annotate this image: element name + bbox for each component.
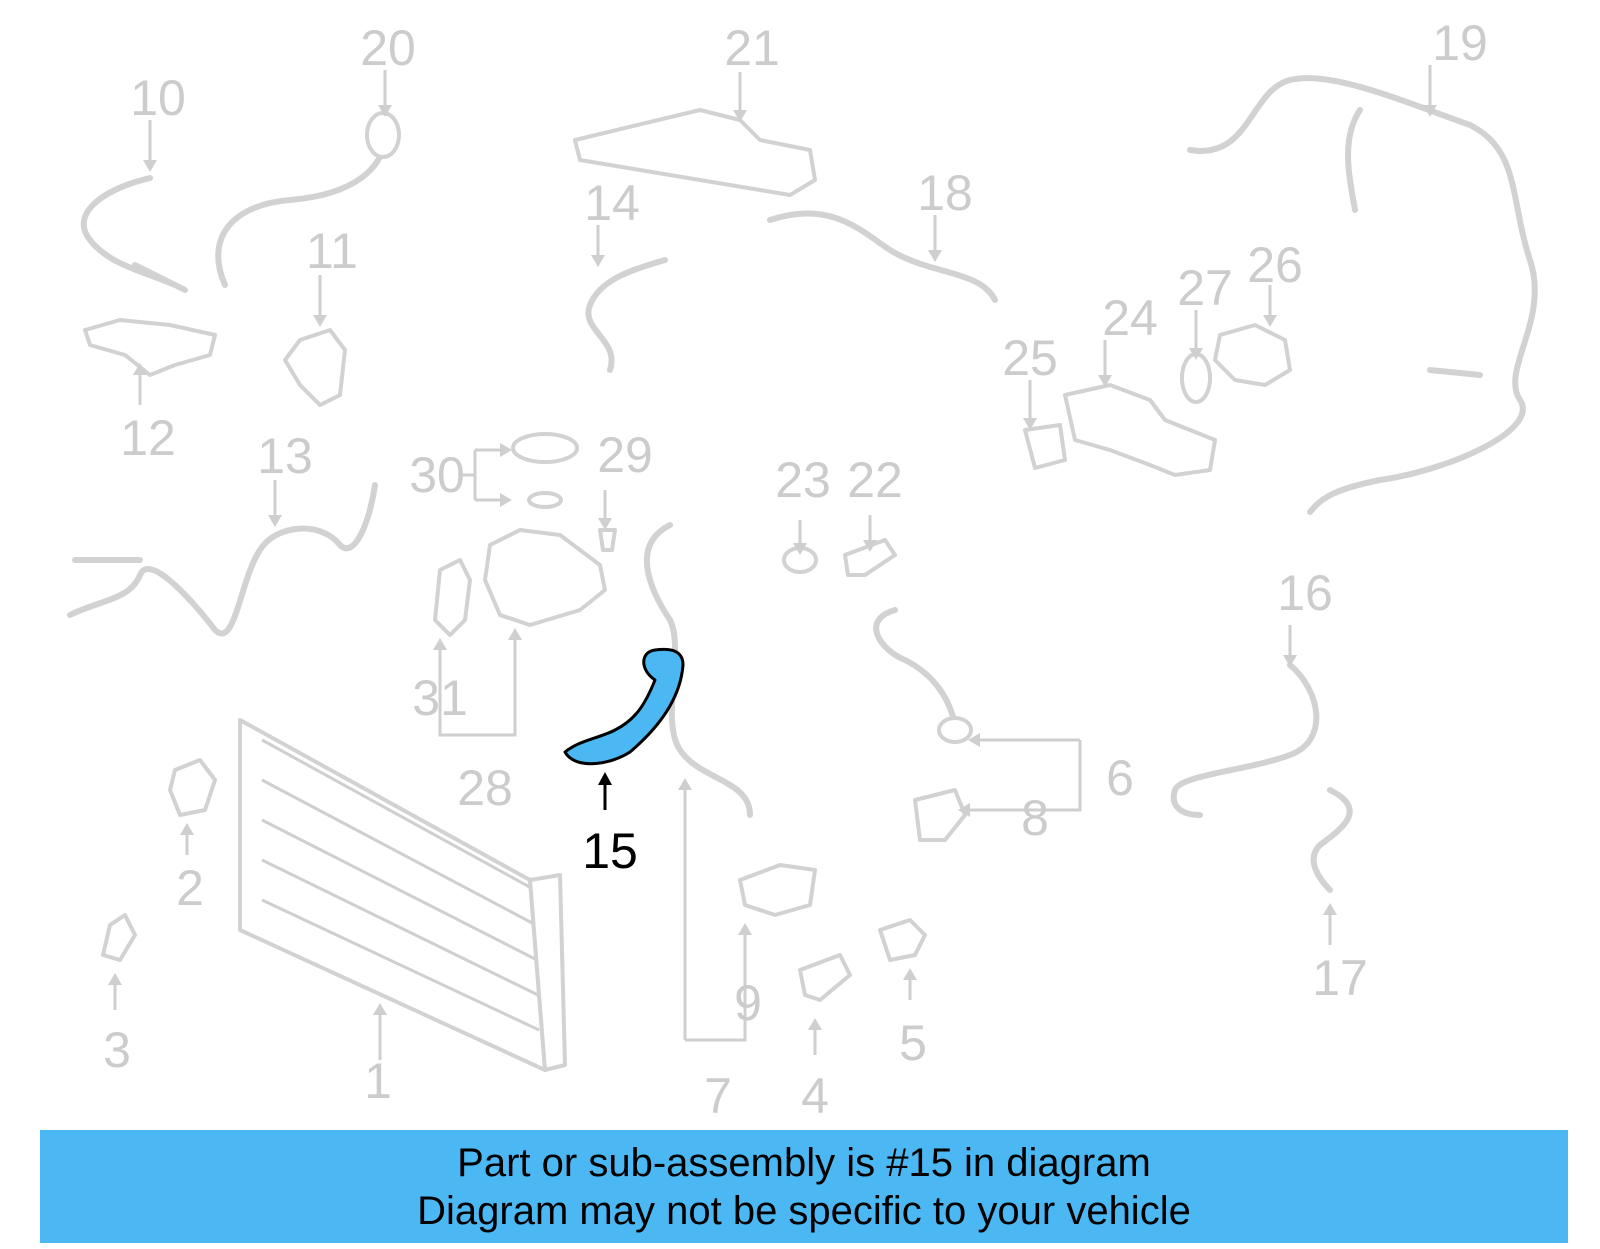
part-21-flange[interactable] <box>573 108 817 197</box>
part-9-flange[interactable] <box>738 863 817 917</box>
part-6-hose[interactable] <box>873 607 973 744</box>
label-9: 9 <box>734 975 762 1031</box>
label-18: 18 <box>917 165 973 221</box>
part-14-hose[interactable] <box>585 257 668 373</box>
banner-line-1: Part or sub-assembly is #15 in diagram <box>457 1140 1151 1185</box>
label-1: 1 <box>364 1053 392 1109</box>
parts-diagram: 10 20 11 12 21 14 18 19 26 27 24 25 13 3… <box>67 15 1538 1124</box>
label-28: 28 <box>457 760 513 816</box>
part-30-cap[interactable] <box>511 432 579 509</box>
part-5-switch[interactable] <box>878 918 927 962</box>
part-labels: 10 20 11 12 21 14 18 19 26 27 24 25 13 3… <box>103 15 1488 1124</box>
label-19: 19 <box>1432 15 1488 71</box>
info-banner: Part or sub-assembly is #15 in diagram D… <box>40 1130 1568 1243</box>
part-1-radiator[interactable] <box>238 718 567 1072</box>
part-28-reservoir[interactable] <box>483 528 607 627</box>
label-22: 22 <box>847 452 903 508</box>
label-17: 17 <box>1312 950 1368 1006</box>
label-6: 6 <box>1106 750 1134 806</box>
label-7: 7 <box>704 1068 732 1124</box>
part-29-bolt[interactable] <box>598 528 617 552</box>
label-27: 27 <box>1177 260 1233 316</box>
label-8: 8 <box>1021 790 1049 846</box>
part-31-bracket[interactable] <box>433 558 472 637</box>
leader-lines <box>108 65 1437 1060</box>
part-20-hose[interactable] <box>215 111 401 288</box>
label-4: 4 <box>801 1068 829 1124</box>
label-23: 23 <box>775 452 831 508</box>
label-29: 29 <box>597 427 653 483</box>
part-10-hose[interactable] <box>80 175 188 293</box>
part-22-fitting[interactable] <box>843 538 897 577</box>
label-13: 13 <box>257 428 313 484</box>
label-5: 5 <box>899 1015 927 1071</box>
label-11: 11 <box>306 223 358 279</box>
part-24-housing[interactable] <box>1063 383 1217 477</box>
label-12: 12 <box>120 410 176 466</box>
label-24: 24 <box>1102 290 1158 346</box>
part-27-oring[interactable] <box>1180 352 1212 404</box>
part-3-mount[interactable] <box>101 913 137 962</box>
part-8-elbow[interactable] <box>913 788 967 842</box>
label-16: 16 <box>1277 565 1333 621</box>
label-20: 20 <box>360 20 416 76</box>
part-2-bracket[interactable] <box>168 758 217 817</box>
part-19-hose[interactable] <box>1187 75 1538 515</box>
part-13-pipe[interactable] <box>67 482 378 637</box>
label-14: 14 <box>584 175 640 231</box>
part-18-hose[interactable] <box>767 210 998 303</box>
label-10: 10 <box>130 70 186 126</box>
part-12-bracket[interactable] <box>83 318 217 377</box>
label-30: 30 <box>409 447 465 503</box>
part-11-sensor[interactable] <box>283 328 347 407</box>
label-21: 21 <box>724 20 780 76</box>
label-15: 15 <box>582 823 638 879</box>
part-25-gasket[interactable] <box>1023 423 1067 470</box>
label-26: 26 <box>1247 237 1303 293</box>
part-15-hose[interactable] <box>563 647 685 766</box>
label-3: 3 <box>103 1022 131 1078</box>
label-2: 2 <box>176 860 204 916</box>
part-26-housing[interactable] <box>1213 323 1292 387</box>
part-16-hose[interactable] <box>1170 662 1320 818</box>
part-4-sensor[interactable] <box>798 953 852 1002</box>
label-31: 31 <box>412 670 468 726</box>
label-25: 25 <box>1002 330 1058 386</box>
part-17-hose[interactable] <box>1310 787 1353 893</box>
banner-line-2: Diagram may not be specific to your vehi… <box>417 1188 1191 1233</box>
